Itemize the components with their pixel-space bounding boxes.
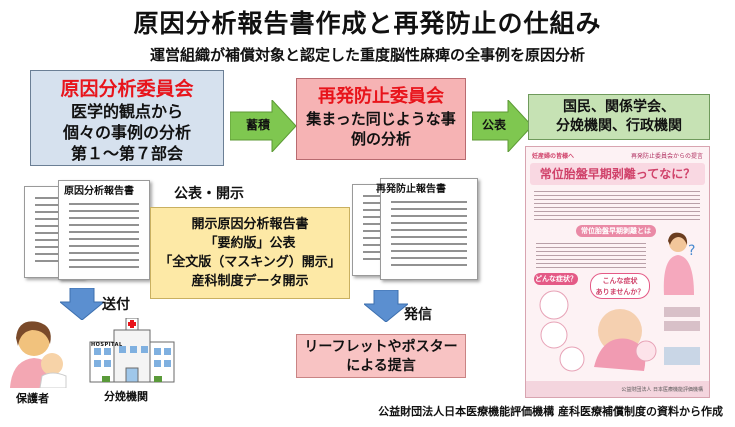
accumulate-label: 蓄積 (245, 118, 270, 132)
publish-arrow (472, 100, 533, 152)
poster-text-block (536, 243, 646, 269)
analysis-report-document (58, 180, 150, 280)
disclosure-line: 開示原因分析報告書 (191, 217, 309, 232)
guardian-label: 保護者 (16, 392, 49, 405)
prevention-report-document (380, 178, 478, 280)
disclosure-line: 産科制度データ開示 (191, 274, 309, 289)
poster-text-block (534, 191, 700, 221)
prevention-committee-heading: 再発防止委員会 (318, 86, 444, 107)
send-arrow (60, 288, 104, 320)
prevention-report-label: 再発防止報告書 (376, 184, 446, 195)
disclosure-line: 「全文版（マスキング）開示」 (159, 255, 341, 270)
page-title: 原因分析報告書作成と再発防止の仕組み (133, 9, 602, 38)
disclosure-line: 「要約版」公表 (204, 236, 296, 251)
poster-question-line: こんな症状 (602, 277, 638, 285)
analysis-committee-line: 個々の事例の分析 (62, 123, 191, 142)
dispatch-arrow (364, 290, 408, 322)
poster-footer: 公益財団法人 日本医療機能評価機構 (621, 387, 703, 393)
send-label: 送付 (102, 297, 130, 313)
analysis-committee-line: 医学的観点から (70, 102, 183, 121)
prevention-committee-line: 例の分析 (350, 130, 411, 148)
accumulate-arrow (230, 100, 297, 152)
poster-section-heading: 常位胎盤早期剥離とは (576, 225, 656, 237)
poster-header-left: 妊産婦の皆様へ (532, 153, 575, 160)
disclosure-box: 開示原因分析報告書 「要約版」公表 「全文版（マスキング）開示」 産科制度データ… (150, 207, 350, 299)
publish-label: 公表 (481, 118, 506, 132)
analysis-committee-line: 第１～第７部会 (70, 144, 183, 163)
poster-thumbnail: 妊産婦の皆様へ 再発防止委員会からの提言 常位胎盤早期剥離ってなに？ 常位胎盤早… (525, 146, 710, 398)
hospital-sign: HOSPITAL (91, 342, 123, 348)
leaflet-proposal-line: による提言 (346, 358, 416, 374)
public-recipients-line: 国民、関係学会、 (563, 99, 675, 115)
leaflet-proposal-box: リーフレットやポスター による提言 (296, 334, 466, 378)
page-subtitle: 運営組織が補償対象と認定した重度脳性麻痺の全事例を原因分析 (149, 46, 585, 64)
poster-woman-icon: ? (663, 232, 695, 295)
dispatch-label: 発信 (404, 307, 432, 323)
analysis-report-label: 原因分析報告書 (64, 186, 134, 197)
analysis-committee-heading: 原因分析委員会 (60, 78, 194, 100)
poster-question-line: ありませんか？ (595, 288, 645, 296)
prevention-committee-box: 再発防止委員会 集まった同じような事 例の分析 (296, 78, 466, 160)
prevention-committee-line: 集まった同じような事 (306, 110, 456, 128)
poster-symptom-bubble: どんな症状？ (534, 273, 578, 285)
poster-header-right: 再発防止委員会からの提言 (630, 153, 703, 160)
poster-question-bubble: こんな症状 ありませんか？ (590, 273, 650, 299)
analysis-committee-box: 原因分析委員会 医学的観点から 個々の事例の分析 第１～第７部会 (30, 70, 224, 166)
hospital-building-icon (89, 318, 175, 383)
leaflet-proposal-line: リーフレットやポスター (304, 339, 458, 355)
public-recipients-box: 国民、関係学会、 分娩機関、行政機関 (528, 94, 710, 140)
guardian-illustration-icon (10, 321, 67, 388)
public-recipients-line: 分娩機関、行政機関 (556, 118, 682, 134)
facility-label: 分娩機関 (104, 390, 148, 403)
poster-footer-bar (526, 381, 709, 397)
poster-headline: 常位胎盤早期剥離ってなに？ (530, 163, 705, 185)
svg-text:?: ? (688, 243, 695, 259)
disclosure-heading: 公表・開示 (174, 186, 244, 202)
source-footer: 公益財団法人日本医療機能評価機構 産科医療補償制度の資料から作成 (378, 405, 723, 418)
poster-symptoms-illustration-icon (539, 290, 700, 372)
